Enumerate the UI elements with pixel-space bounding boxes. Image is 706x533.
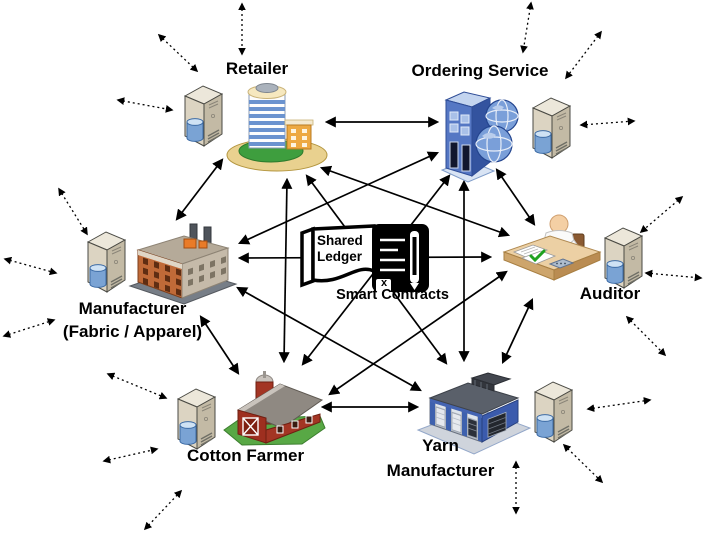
client-link-auditor xyxy=(644,269,703,282)
edge-manufacturer-cotton-farmer xyxy=(199,315,240,375)
client-link-cotton-farmer xyxy=(106,372,168,400)
shared-ledger-icon xyxy=(300,224,429,292)
client-link-retailer xyxy=(157,33,199,73)
client-link-manufacturer xyxy=(3,256,58,276)
office-tower-icon xyxy=(226,83,328,172)
auditor-label: Auditor xyxy=(579,284,641,303)
client-link-manufacturer xyxy=(58,187,88,236)
retailer-label: Retailer xyxy=(225,59,289,78)
client-link-auditor xyxy=(639,195,684,234)
server-database-icon xyxy=(184,85,223,147)
server-database-icon xyxy=(534,381,573,443)
client-link-yarn-manufacturer xyxy=(586,397,652,412)
ordering-service-label: Ordering Service xyxy=(411,61,549,80)
client-link-cotton-farmer xyxy=(102,446,159,464)
client-link-retailer xyxy=(116,97,174,113)
manufacturer-label: Manufacturer (Fabric / Apparel) xyxy=(62,299,203,341)
server-globes-icon xyxy=(440,91,519,183)
server-database-icon xyxy=(532,97,571,159)
client-link-yarn-manufacturer xyxy=(562,443,604,484)
server-database-icon xyxy=(604,227,643,289)
factory-icon xyxy=(128,223,238,305)
shared-ledger-label: Shared Ledger xyxy=(317,233,363,264)
cotton-farmer-label: Cotton Farmer xyxy=(186,446,305,465)
client-link-ordering-service xyxy=(520,1,534,54)
smart-contracts-marker: x xyxy=(380,277,388,289)
auditor-desk-icon xyxy=(502,214,602,281)
edge-auditor-yarn-manufacturer xyxy=(501,297,534,365)
client-link-ordering-service xyxy=(579,117,636,129)
server-database-icon xyxy=(177,388,216,450)
client-link-auditor xyxy=(625,315,667,357)
edge-retailer-manufacturer xyxy=(175,158,224,221)
smart-contracts-label: Smart Contracts xyxy=(336,287,449,303)
server-database-icon xyxy=(87,231,126,293)
edge-ordering-service-auditor xyxy=(495,168,536,226)
edge-retailer-cotton-farmer xyxy=(278,177,293,364)
client-link-cotton-farmer xyxy=(143,489,183,531)
client-link-ordering-service xyxy=(565,30,602,80)
edge-auditor-cotton-farmer xyxy=(328,270,508,396)
warehouse-icon xyxy=(416,372,532,455)
yarn-manufacturer-label: Yarn Manufacturer xyxy=(386,436,495,480)
client-link-manufacturer xyxy=(2,318,56,338)
barn-icon xyxy=(223,371,326,446)
